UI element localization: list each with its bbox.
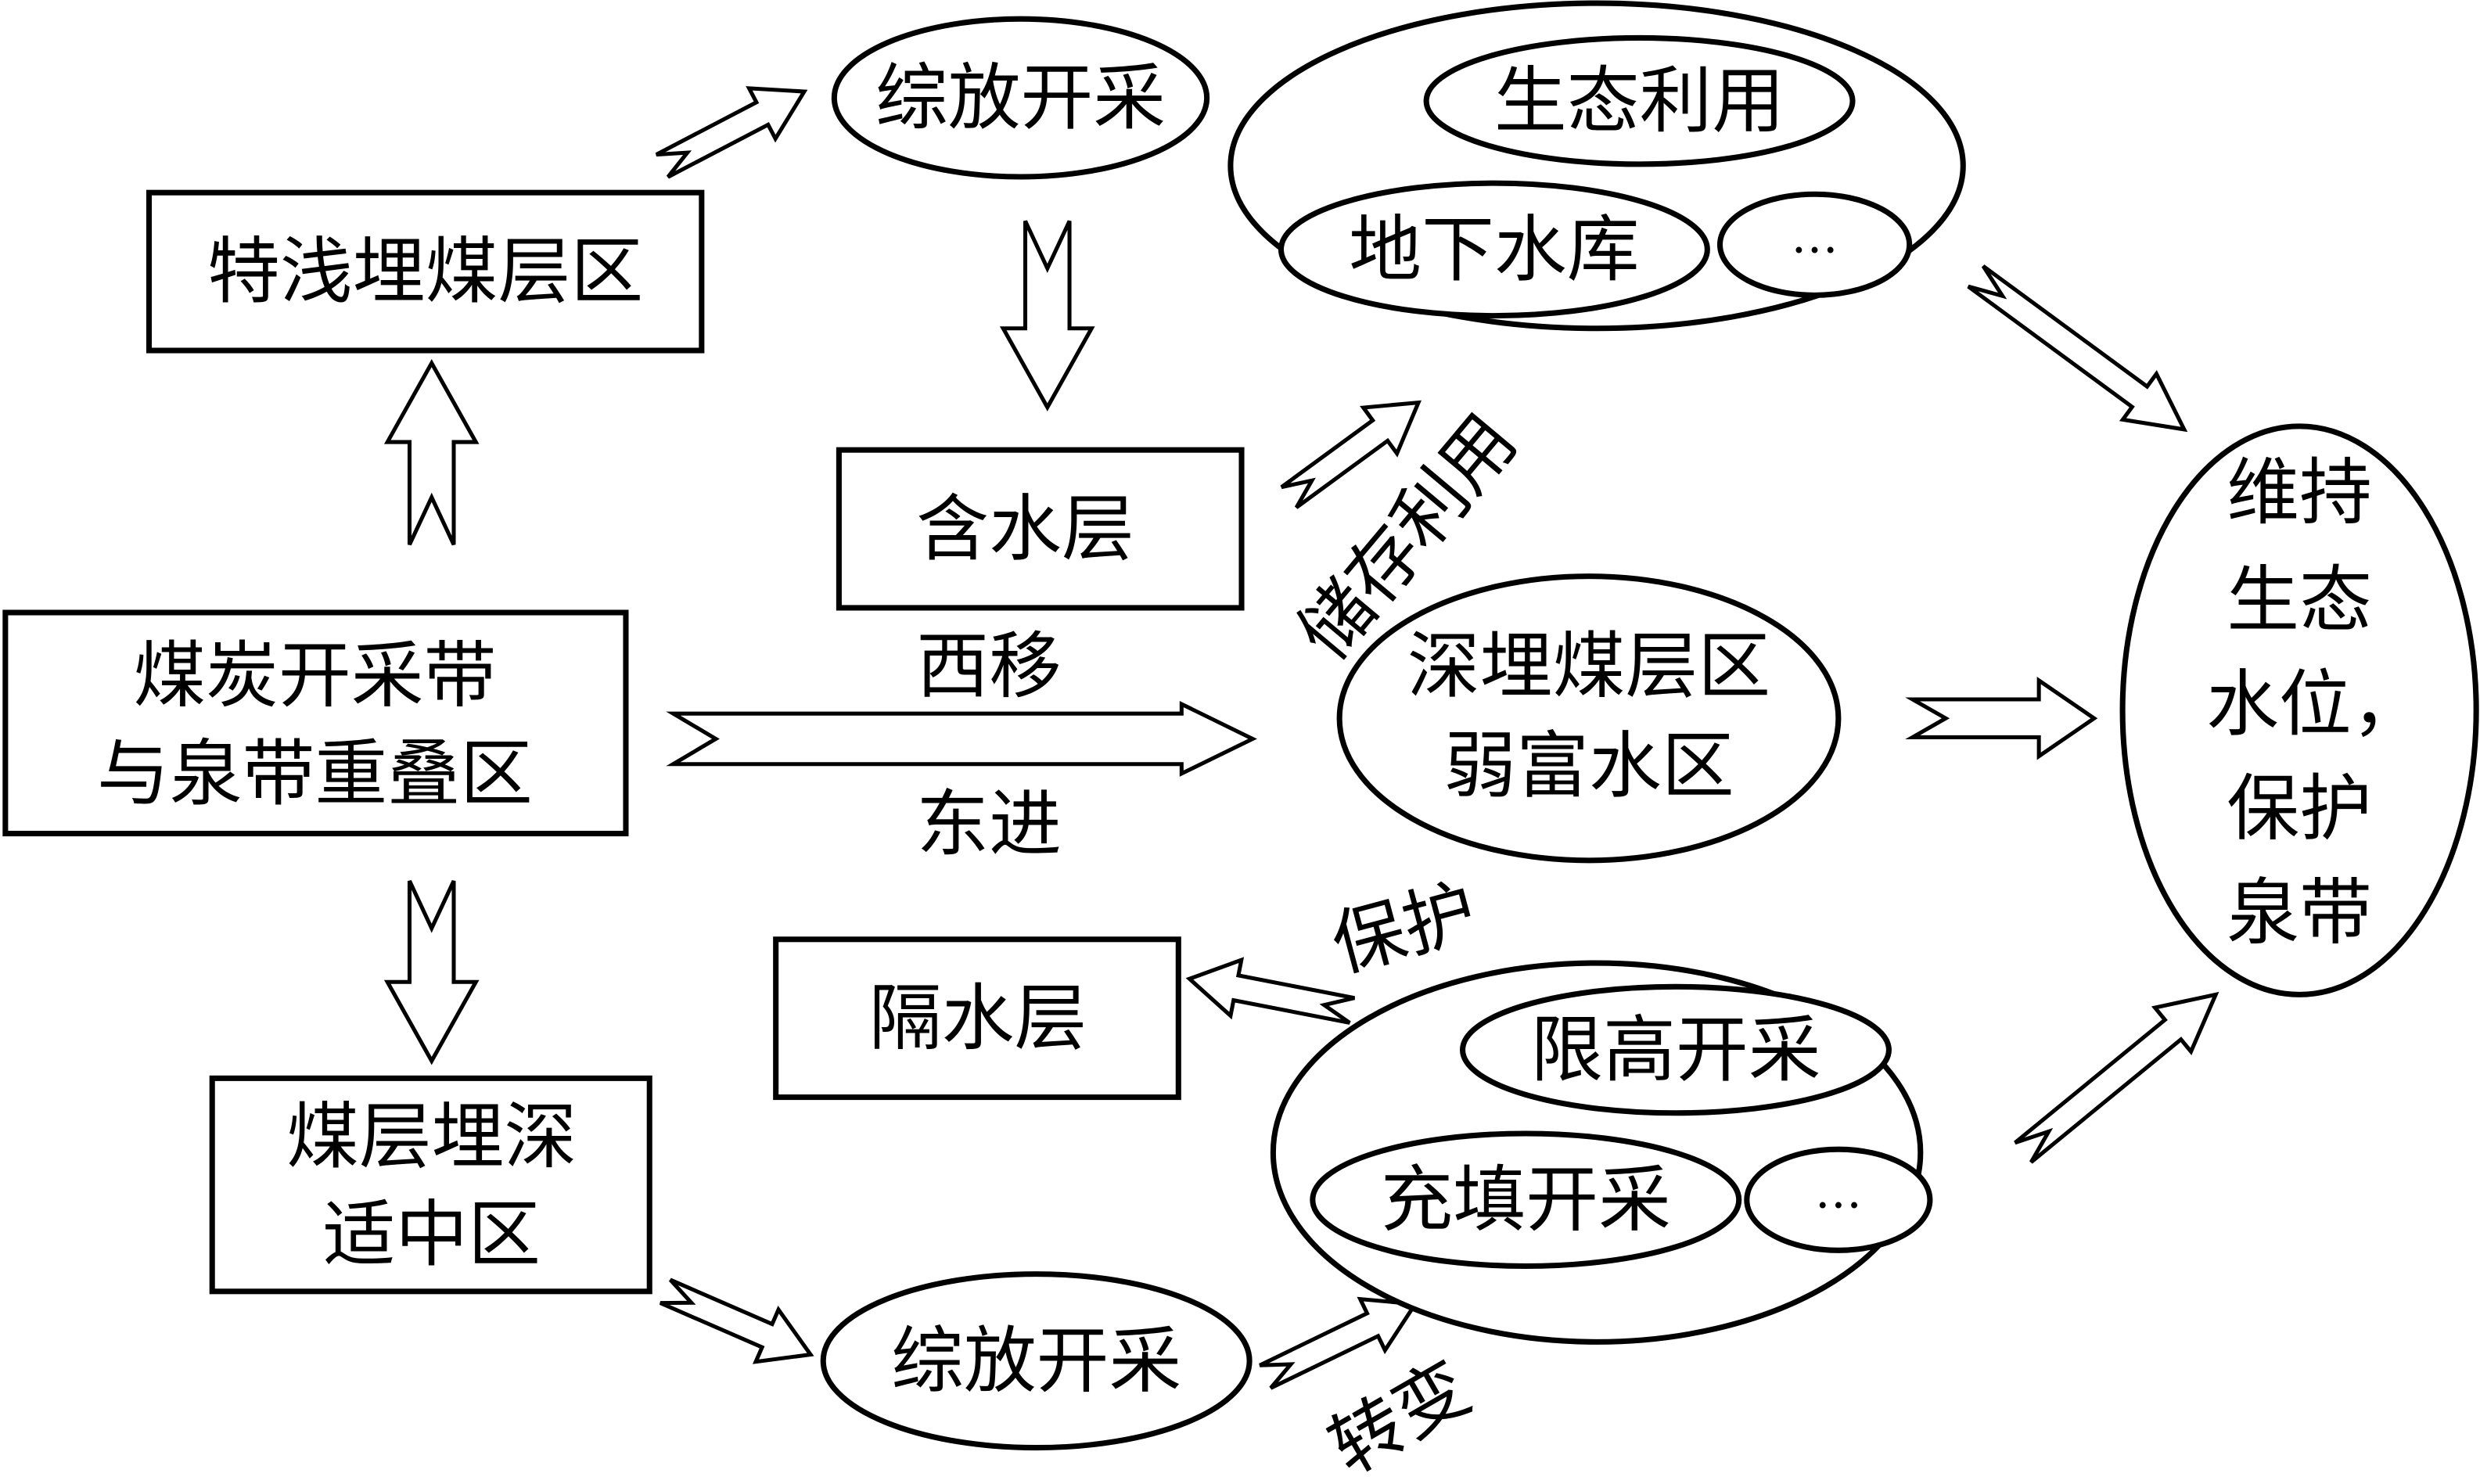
node-label: 充填开采 (1381, 1158, 1671, 1242)
label-transform: 转变 (1315, 1345, 1483, 1484)
arrow-down-to-medium (383, 880, 480, 1065)
node-label: 深埋煤层区 (1407, 624, 1770, 709)
arrows (383, 86, 2219, 1390)
arrow-storage (1280, 400, 1422, 509)
arrow-top-to-goal (1967, 264, 2188, 433)
node-bottom-mining: 综放开采 (820, 1271, 1253, 1451)
node-label: … (1791, 210, 1838, 264)
node-label: 地下水库 (1349, 207, 1639, 292)
group-top-utilization: 生态利用 地下水库 … (1227, 0, 1966, 332)
label-west: 西移 (916, 624, 1062, 709)
node-label: 特浅埋煤层区 (207, 229, 643, 314)
arrow-east-west (666, 701, 1257, 777)
node-label: 适中区 (322, 1192, 540, 1277)
node-medium-zone: 煤层埋深 适中区 (209, 1075, 652, 1295)
arrow-protect (1185, 957, 1355, 1025)
node-label: 泉带 (2227, 870, 2372, 954)
node-aquifer: 含水层 (836, 447, 1245, 611)
node-label: 水位， (2206, 662, 2424, 746)
arrow-down-to-aquifer (999, 220, 1095, 411)
arrow-deep-to-goal (1905, 677, 2098, 760)
node-label: 含水层 (916, 487, 1134, 571)
node-label: 限高开采 (1530, 1008, 1820, 1092)
node-label: 保护 (2227, 766, 2372, 850)
node-label: 综放开采 (875, 56, 1166, 140)
label-east: 东进 (916, 782, 1062, 866)
arrow-up-to-shallow (383, 358, 480, 546)
label-protect: 保护 (1323, 868, 1485, 987)
node-label: 综放开采 (891, 1319, 1181, 1403)
node-goal: 维持 生态 水位， 保护 泉带 (2119, 423, 2479, 997)
group-bottom-methods: 限高开采 充填开采 … (1270, 960, 1933, 1345)
node-overlap-zone: 煤炭开采带 与泉带重叠区 (2, 609, 629, 837)
arrow-transform (1259, 1296, 1419, 1390)
node-label: 煤层埋深 (286, 1094, 577, 1179)
node-label: … (1815, 1165, 1863, 1220)
arrow-to-top-mining (655, 86, 808, 179)
node-label: 弱富水区 (1443, 724, 1734, 808)
node-shallow-zone: 特浅埋煤层区 (146, 189, 705, 354)
node-label: 与泉带重叠区 (97, 731, 533, 816)
node-label: 煤炭开采带 (133, 634, 496, 718)
arrow-to-bottom-mining (659, 1277, 814, 1364)
node-deep-zone: 深埋煤层区 弱富水区 (1336, 573, 1842, 864)
node-label: 生态 (2227, 558, 2372, 642)
node-top-mining: 综放开采 (831, 16, 1210, 180)
node-label: 隔水层 (869, 976, 1087, 1061)
node-label: 生态利用 (1494, 59, 1785, 143)
arrow-bottom-to-goal (2014, 991, 2219, 1164)
node-aquiclude: 隔水层 (773, 936, 1181, 1101)
node-label: 维持 (2227, 451, 2372, 535)
